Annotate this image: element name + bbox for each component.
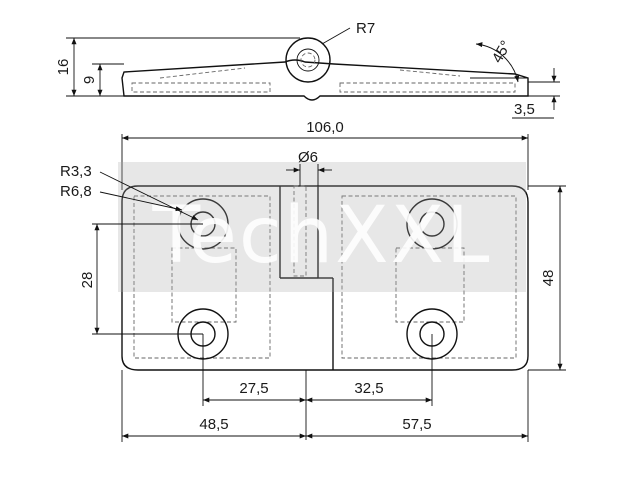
dim-48-5-label: 48,5: [199, 416, 228, 433]
knuckle-circle: [285, 37, 331, 83]
dia6-label: Ø6: [298, 149, 318, 166]
dim-9-label: 9: [81, 76, 98, 84]
dim-32-5-label: 32,5: [354, 380, 383, 397]
side-view: 16 9 R7 45° 3,5: [55, 20, 560, 119]
angle-label: 45°: [489, 38, 515, 66]
angle-arc: [475, 42, 520, 83]
r6-8-leader: [99, 191, 183, 212]
dim-16-label: 16: [55, 59, 72, 76]
watermark-band: [118, 162, 526, 292]
dim-28-label: 28: [79, 272, 96, 289]
side-hidden-lines: [131, 67, 516, 93]
pin-hidden-rect: [293, 185, 307, 277]
hole-top-right: [406, 198, 458, 250]
left-recess-hidden: [133, 195, 271, 359]
r3-3-label: R3,3: [60, 163, 92, 180]
pin-circle: [296, 48, 320, 72]
dim-27-5-label: 27,5: [239, 380, 268, 397]
r3-3-leader: [99, 171, 199, 221]
r7-label: R7: [356, 20, 375, 37]
r7-leader: [321, 27, 351, 45]
dim-106-label: 106,0: [306, 119, 344, 136]
right-recess-hidden: [341, 195, 517, 359]
dim-3-5-label: 3,5: [514, 101, 535, 118]
dim-57-5-label: 57,5: [402, 416, 431, 433]
plate-outline: [121, 185, 529, 371]
watermark-text: TechXXL: [151, 191, 491, 281]
top-view: 106,0 TechXXL: [60, 119, 566, 442]
pin-hidden-circle: [300, 52, 316, 68]
r6-8-label: R6,8: [60, 183, 92, 200]
side-profile-outline: [121, 59, 529, 101]
dim-48-label: 48: [540, 270, 557, 287]
